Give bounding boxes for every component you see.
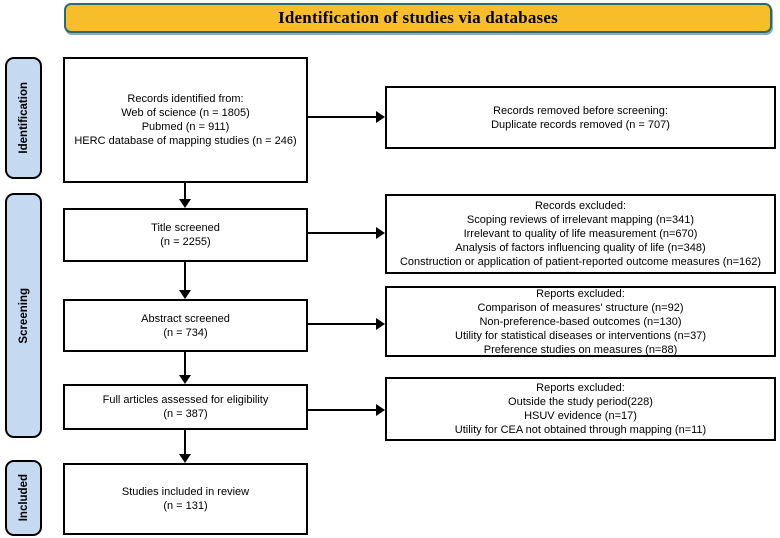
box-line: Pubmed (n = 911) — [141, 121, 230, 133]
box-line: (n = 734) — [163, 326, 208, 339]
box-line: Construction or application of patient-r… — [399, 256, 762, 268]
arrowhead-down-icon — [179, 454, 191, 463]
full-articles-box: Full articles assessed for eligibility (… — [63, 384, 308, 430]
arrow-title-to-abstract — [184, 262, 186, 291]
arrow-full-to-excluded — [308, 409, 377, 411]
header-banner: Identification of studies via databases — [64, 3, 772, 33]
box-line: Records removed before screening: — [493, 104, 668, 117]
box-line: Title screened — [151, 222, 220, 234]
box-line: Utility for CEA not obtained through map… — [454, 424, 707, 436]
records-identified-box: Records identified from: Web of science … — [63, 57, 308, 183]
box-line: Reports excluded: — [536, 287, 625, 300]
box-line: HSUV evidence (n=17) — [524, 410, 637, 422]
stage-label-text: Screening — [17, 287, 30, 344]
box-line: Full articles assessed for eligibility — [102, 394, 269, 406]
stage-label-screening: Screening — [5, 193, 42, 438]
diagram-title: Identification of studies via databases — [278, 8, 558, 27]
stage-label-text: Included — [17, 474, 30, 522]
arrow-title-to-excluded — [308, 232, 377, 234]
box-line: Irrelevant to quality of life measuremen… — [463, 228, 698, 240]
box-line: Records excluded: — [534, 200, 627, 212]
box-line: (n = 387) — [163, 408, 208, 420]
stage-label-identification: Identification — [5, 57, 42, 179]
arrow-records-to-removed — [308, 116, 377, 118]
reports-excluded-abstract-box: Reports excluded: Comparison of measures… — [385, 286, 776, 357]
arrow-full-to-included — [184, 430, 186, 455]
abstract-screened-box: Abstract screened (n = 734) — [63, 299, 308, 352]
box-line: Reports excluded: — [536, 382, 625, 394]
box-line: Preference studies on measures (n=88) — [483, 343, 678, 356]
box-line: (n = 131) — [163, 500, 208, 512]
records-excluded-box: Records excluded: Scoping reviews of irr… — [385, 194, 776, 274]
box-line: Analysis of factors influencing quality … — [455, 242, 706, 254]
box-line: Scoping reviews of irrelevant mapping (n… — [466, 214, 695, 226]
box-line: Records identified from: — [127, 93, 244, 105]
arrowhead-right-icon — [376, 318, 385, 330]
stage-label-included: Included — [5, 460, 42, 536]
title-screened-box: Title screened (n = 2255) — [63, 208, 308, 262]
arrow-abstract-to-excluded — [308, 323, 377, 325]
box-line: Non-preference-based outcomes (n=130) — [479, 315, 682, 328]
records-removed-box: Records removed before screening: Duplic… — [385, 86, 776, 149]
arrowhead-down-icon — [179, 290, 191, 299]
box-line: Web of science (n = 1805) — [121, 107, 250, 119]
arrowhead-right-icon — [376, 404, 385, 416]
box-line: Abstract screened — [141, 312, 230, 325]
arrowhead-down-icon — [179, 375, 191, 384]
arrow-abstract-to-full — [184, 352, 186, 376]
box-line: (n = 2255) — [160, 236, 211, 248]
arrow-records-to-title — [184, 183, 186, 200]
box-line: Utility for statistical diseases or inte… — [455, 329, 706, 342]
box-line: HERC database of mapping studies (n = 24… — [74, 135, 297, 147]
arrowhead-right-icon — [376, 227, 385, 239]
box-line: Duplicate records removed (n = 707) — [491, 118, 670, 131]
box-line: Comparison of measures' structure (n=92) — [477, 301, 684, 314]
arrowhead-down-icon — [179, 199, 191, 208]
studies-included-box: Studies included in review (n = 131) — [63, 463, 308, 535]
arrowhead-right-icon — [376, 111, 385, 123]
box-line: Studies included in review — [121, 486, 250, 498]
reports-excluded-fulltext-box: Reports excluded: Outside the study peri… — [385, 377, 776, 441]
stage-label-text: Identification — [17, 82, 30, 154]
box-line: Outside the study period(228) — [508, 396, 653, 408]
